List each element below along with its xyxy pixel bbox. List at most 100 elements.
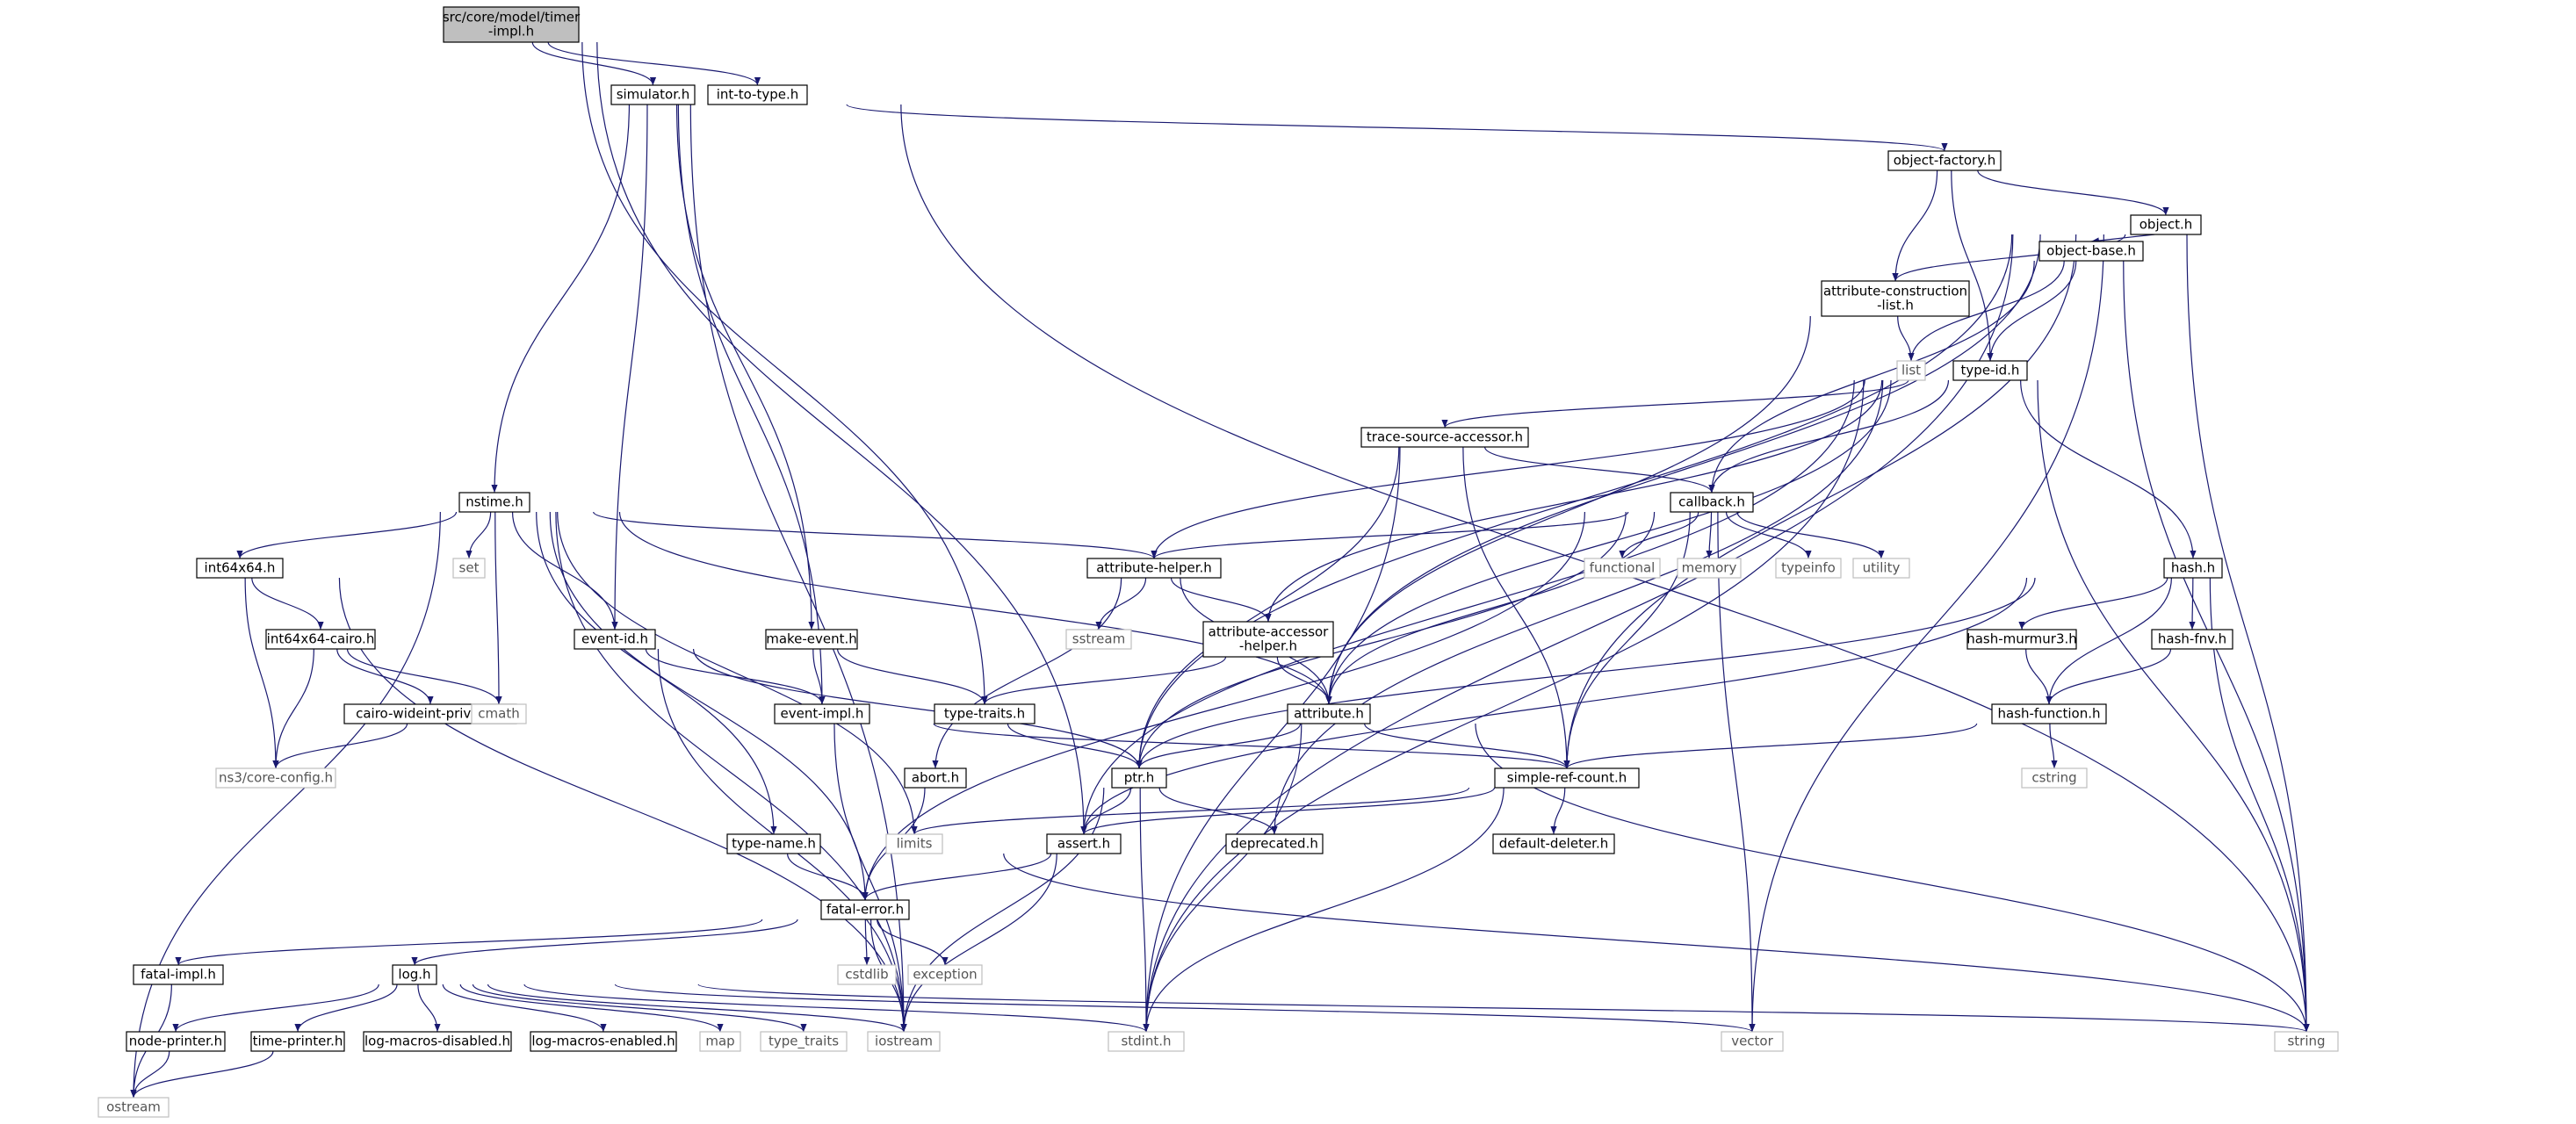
edge-fatal-error-to-exception bbox=[877, 919, 949, 966]
node-label-abort: abort.h bbox=[912, 770, 959, 786]
node-box-log-macros-disabled bbox=[363, 1031, 512, 1052]
edge-type-name-to-fatal-error bbox=[787, 853, 869, 901]
node-object-base[interactable]: object-base.h bbox=[2038, 241, 2144, 262]
edge-log-to-stdint bbox=[523, 984, 1150, 1033]
edge-simulator-to-event-id bbox=[611, 104, 648, 630]
edge-ptr-to-deprecated bbox=[1158, 787, 1278, 835]
node-int-to-type[interactable]: int-to-type.h bbox=[707, 84, 808, 105]
edge-int64x64-cairo-to-cairo-wideint bbox=[336, 648, 434, 705]
node-label-hash-function: hash-function.h bbox=[1998, 706, 2101, 722]
edge-int64x64-cairo-to-ns3-core-config bbox=[272, 648, 314, 769]
node-box-sstream bbox=[1065, 629, 1132, 650]
node-typeinfo: typeinfo bbox=[1775, 558, 1842, 579]
node-ptr[interactable]: ptr.h bbox=[1111, 767, 1167, 789]
edge-type-id-to-attribute-helper bbox=[1151, 379, 1865, 559]
node-hash-function[interactable]: hash-function.h bbox=[1991, 703, 2107, 724]
node-functional: functional bbox=[1584, 558, 1661, 579]
node-fatal-impl[interactable]: fatal-impl.h bbox=[133, 964, 224, 985]
node-root[interactable]: src/core/model/timer-impl.h bbox=[443, 6, 581, 43]
node-box-iostream bbox=[867, 1031, 941, 1052]
node-assert[interactable]: assert.h bbox=[1046, 833, 1122, 854]
node-nstime[interactable]: nstime.h bbox=[458, 492, 530, 513]
node-box-simple-ref-count bbox=[1494, 767, 1640, 789]
node-attribute-helper[interactable]: attribute-helper.h bbox=[1086, 558, 1222, 579]
node-box-stdint bbox=[1108, 1031, 1185, 1052]
node-label-attr-accessor: attribute-accessor bbox=[1209, 624, 1330, 640]
node-default-deleter[interactable]: default-deleter.h bbox=[1492, 833, 1615, 854]
node-box-abort bbox=[904, 767, 967, 789]
node-node-printer[interactable]: node-printer.h bbox=[126, 1031, 226, 1052]
node-int64x64[interactable]: int64x64.h bbox=[196, 558, 284, 579]
node-label-memory: memory bbox=[1682, 560, 1737, 576]
edge-callback-to-simple-ref-count bbox=[1563, 511, 1691, 769]
node-box-node-printer bbox=[126, 1031, 226, 1052]
node-hash[interactable]: hash.h bbox=[2163, 558, 2223, 579]
node-box-cstring bbox=[2021, 767, 2088, 789]
node-label-assert: assert.h bbox=[1057, 836, 1110, 852]
edge-trace-source-to-ptr bbox=[1136, 446, 1400, 769]
node-hash-fnv[interactable]: hash-fnv.h bbox=[2151, 629, 2233, 650]
node-time-printer[interactable]: time-printer.h bbox=[250, 1031, 345, 1052]
edge-callback-to-functional bbox=[1619, 511, 1699, 559]
node-box-hash-function bbox=[1991, 703, 2107, 724]
node-object-factory[interactable]: object-factory.h bbox=[1887, 150, 2002, 171]
node-label-fatal-error: fatal-error.h bbox=[826, 902, 904, 918]
node-label-attribute: attribute.h bbox=[1294, 706, 1364, 722]
node-deprecated[interactable]: deprecated.h bbox=[1225, 833, 1324, 854]
node-type-traits-h[interactable]: type-traits.h bbox=[934, 703, 1035, 724]
node-label-node-printer: node-printer.h bbox=[129, 1034, 222, 1049]
node-label-object-factory: object-factory.h bbox=[1894, 153, 1996, 169]
edge-nstime-to-cmath bbox=[494, 511, 502, 705]
node-label-type-name: type-name.h bbox=[732, 836, 816, 852]
node-box-simulator bbox=[610, 84, 696, 105]
node-fatal-error[interactable]: fatal-error.h bbox=[820, 899, 910, 920]
edge-nstime-to-attribute-helper bbox=[593, 511, 1158, 559]
node-log[interactable]: log.h bbox=[392, 964, 437, 985]
node-callback[interactable]: callback.h bbox=[1670, 492, 1754, 513]
node-attr-accessor[interactable]: attribute-accessor-helper.h bbox=[1202, 621, 1334, 658]
edge-nstime-to-event-id bbox=[511, 511, 618, 630]
node-box-functional bbox=[1584, 558, 1661, 579]
node-log-macros-disabled[interactable]: log-macros-disabled.h bbox=[363, 1031, 512, 1052]
node-attr-construction[interactable]: attribute-construction-list.h bbox=[1821, 280, 1970, 317]
edge-callback-to-memory bbox=[1706, 511, 1713, 559]
node-event-id[interactable]: event-id.h bbox=[574, 629, 656, 650]
edge-type-id-to-trace-source bbox=[1441, 379, 1909, 429]
edge-object-base-to-list bbox=[1908, 260, 2065, 362]
edge-attr-accessor-to-type-traits-h bbox=[981, 656, 1227, 705]
node-box-attr-construction bbox=[1821, 280, 1970, 317]
node-box-deprecated bbox=[1225, 833, 1324, 854]
edge-type-id-to-assert bbox=[1080, 379, 1855, 835]
node-label-cairo-wideint: cairo-wideint-private.h bbox=[356, 706, 505, 722]
edges-layer bbox=[130, 41, 2310, 1099]
nodes-layer: src/core/model/timer-impl.h simulator.h in… bbox=[97, 6, 2339, 1118]
node-hash-murmur3[interactable]: hash-murmur3.h bbox=[1966, 629, 2077, 650]
node-box-default-deleter bbox=[1492, 833, 1615, 854]
node-type-name[interactable]: type-name.h bbox=[726, 833, 821, 854]
node-event-impl[interactable]: event-impl.h bbox=[774, 703, 870, 724]
node-simple-ref-count[interactable]: simple-ref-count.h bbox=[1494, 767, 1640, 789]
node-trace-source[interactable]: trace-source-accessor.h bbox=[1360, 427, 1529, 448]
edge-fatal-error-to-fatal-impl bbox=[175, 919, 763, 966]
node-attribute[interactable]: attribute.h bbox=[1287, 703, 1371, 724]
edge-type-id-to-hash bbox=[2020, 379, 2197, 559]
node-make-event[interactable]: make-event.h bbox=[765, 629, 858, 650]
edge-trace-source-to-stdint bbox=[1143, 446, 1401, 1033]
edge-log-to-iostream bbox=[487, 984, 907, 1033]
node-simulator[interactable]: simulator.h bbox=[610, 84, 696, 105]
edge-make-event-to-event-impl bbox=[812, 648, 826, 705]
edge-log-to-vector bbox=[614, 984, 1756, 1033]
node-int64x64-cairo[interactable]: int64x64-cairo.h bbox=[265, 629, 376, 650]
node-log-macros-enabled[interactable]: log-macros-enabled.h bbox=[530, 1031, 677, 1052]
node-box-hash-fnv bbox=[2151, 629, 2233, 650]
node-object[interactable]: object.h bbox=[2130, 214, 2202, 235]
node-map: map bbox=[699, 1031, 741, 1052]
node-box-object-base bbox=[2038, 241, 2144, 262]
node-type-id[interactable]: type-id.h bbox=[1952, 360, 2028, 381]
edge-callback-to-fatal-error bbox=[862, 511, 1585, 901]
node-label-limits: limits bbox=[897, 836, 933, 852]
node-label-nstime: nstime.h bbox=[465, 494, 523, 510]
node-label-event-id: event-id.h bbox=[581, 631, 648, 647]
edge-callback-to-utility bbox=[1736, 511, 1885, 559]
node-abort[interactable]: abort.h bbox=[904, 767, 967, 789]
